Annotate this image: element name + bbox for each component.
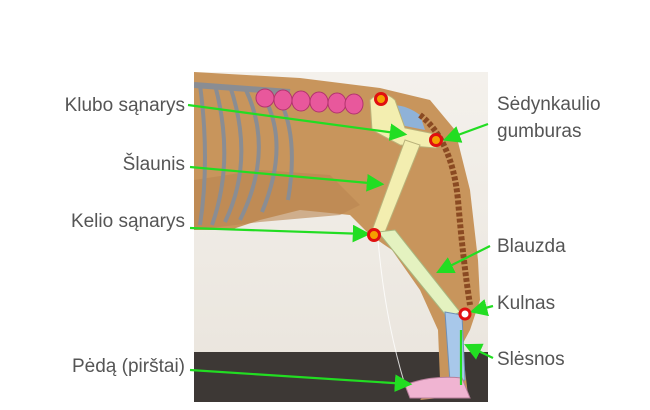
- marker-heel: [458, 307, 472, 321]
- label-ischial-tuberosity-line2: gumburas: [497, 121, 582, 142]
- label-ischial-tuberosity-line1: Sėdynkaulio: [497, 94, 601, 115]
- arrow-foot: [189, 368, 413, 392]
- label-foot: Pėdą (pirštai): [72, 356, 185, 377]
- guide-line: [377, 239, 406, 386]
- marker-ischium: [429, 133, 443, 147]
- label-shin: Blauzda: [497, 236, 566, 257]
- arrow-tarsus: [464, 343, 494, 360]
- arrows: [187, 103, 494, 392]
- photo-background: [194, 72, 488, 402]
- belly-shadow: [194, 170, 360, 230]
- spine: [255, 88, 364, 115]
- arrow-knee-joint: [189, 224, 371, 243]
- arrow-shin: [436, 245, 491, 273]
- arrow-ischial-tuberosity: [442, 122, 489, 143]
- marker-hip: [374, 92, 388, 106]
- joint-markers: [367, 92, 472, 321]
- paw: [404, 376, 471, 399]
- marker-knee: [367, 228, 381, 242]
- arrow-hip-joint: [187, 103, 408, 141]
- label-thigh: Šlaunis: [122, 154, 185, 175]
- label-hip-joint: Klubo sąnarys: [64, 95, 185, 116]
- arrow-thigh: [189, 165, 385, 192]
- label-heel: Kulnas: [497, 293, 556, 314]
- arrow-heel: [469, 299, 494, 317]
- label-knee-joint: Kelio sąnarys: [70, 211, 185, 232]
- label-tarsus: Slėsnos: [497, 349, 565, 370]
